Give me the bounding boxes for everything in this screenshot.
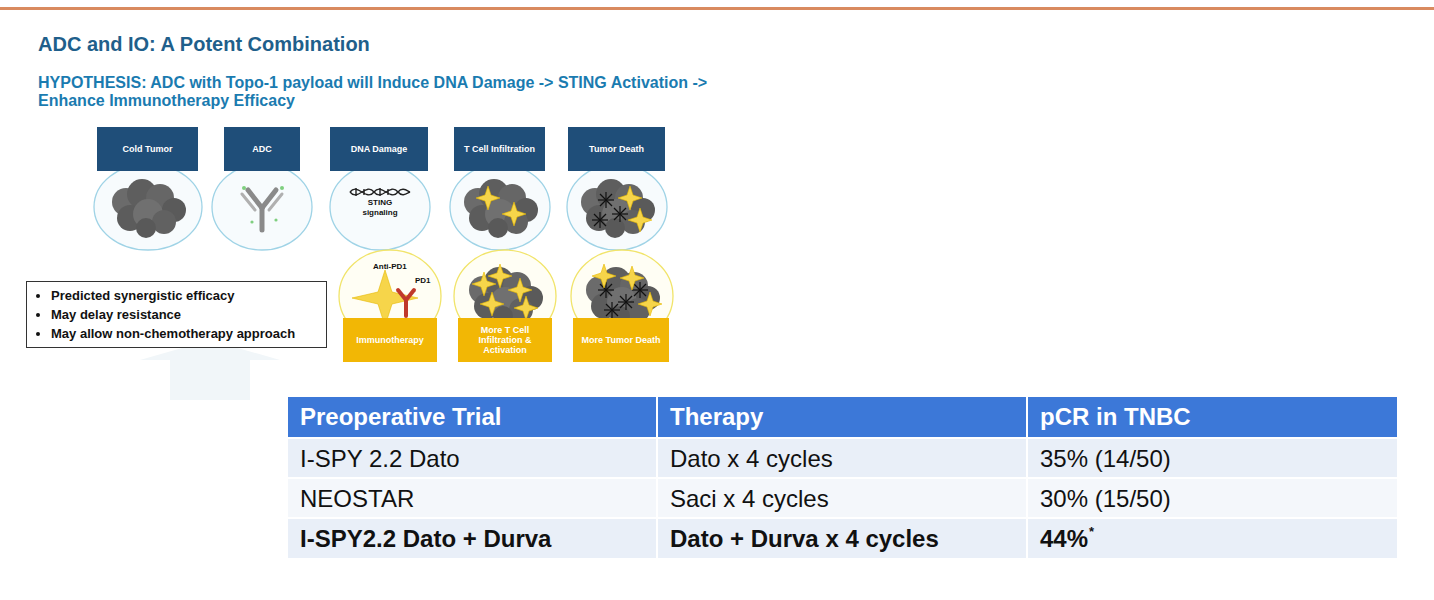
table-header: Preoperative Trial [300, 403, 501, 431]
yellow-box: More T Cell Infiltration & Activation [458, 318, 552, 362]
table-cell: 44% [1040, 525, 1088, 553]
table-cell: I-SPY 2.2 Dato [300, 445, 460, 473]
yellow-box: Immunotherapy [343, 318, 437, 362]
antibody-label: PD1 [415, 276, 431, 285]
box-text: ADC [252, 144, 272, 154]
box-text: DNA Damage [351, 144, 408, 154]
dna-circle: STING signaling [335, 198, 425, 228]
box-text: More Tumor Death [582, 335, 661, 345]
box-text: More T Cell Infiltration & Activation [461, 325, 549, 355]
box-text: Cold Tumor [123, 144, 173, 154]
table-header: Therapy [670, 403, 763, 431]
bullet-item: May allow non-chemotherapy approach [51, 324, 320, 343]
slide-title: ADC and IO: A Potent Combination [38, 33, 370, 56]
step-header: T Cell Infiltration [454, 127, 545, 171]
step-header: ADC [224, 127, 300, 171]
box-text: T Cell Infiltration [464, 144, 535, 154]
bullet-item: Predicted synergistic efficacy [51, 286, 320, 305]
table-cell: Saci x 4 cycles [670, 485, 829, 513]
table-header: pCR in TNBC [1040, 403, 1191, 431]
bullet-item: May delay resistance [51, 305, 320, 324]
table-cell: Dato x 4 cycles [670, 445, 833, 473]
step-header: Tumor Death [568, 127, 665, 171]
bullet-list: Predicted synergistic efficacyMay delay … [33, 286, 320, 343]
table-cell: 30% (15/50) [1040, 485, 1171, 513]
step-header: Cold Tumor [97, 127, 198, 171]
hypothesis-text: HYPOTHESIS: ADC with Topo-1 payload will… [38, 74, 738, 110]
table-cell: I-SPY2.2 Dato + Durva [300, 525, 551, 553]
antibody-circle: Anti-PD1PD1 [345, 262, 435, 302]
box-text: Tumor Death [589, 144, 644, 154]
yellow-box: More Tumor Death [573, 318, 669, 362]
antibody-label: Anti-PD1 [373, 262, 407, 271]
footnote-mark: * [1089, 524, 1094, 539]
table-cell: Dato + Durva x 4 cycles [670, 525, 939, 553]
bullet-box: Predicted synergistic efficacyMay delay … [26, 281, 327, 348]
table-cell: 35% (14/50) [1040, 445, 1171, 473]
sting-label: STING signaling [360, 198, 400, 218]
box-text: Immunotherapy [356, 335, 424, 345]
table-cell: NEOSTAR [300, 485, 414, 513]
step-header: DNA Damage [330, 127, 428, 171]
